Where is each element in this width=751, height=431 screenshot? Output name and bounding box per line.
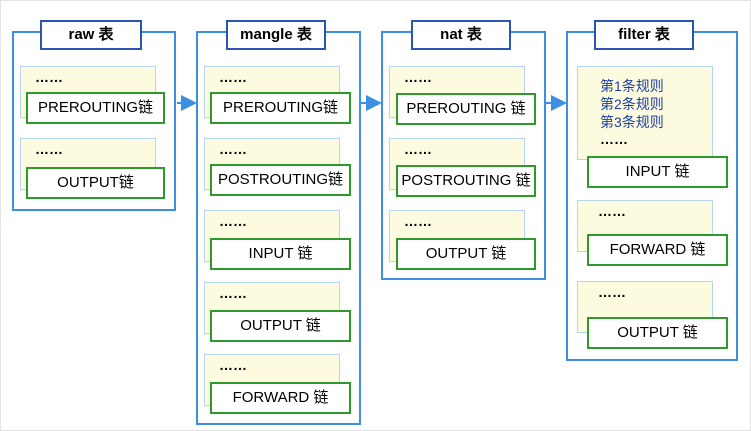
filter-forward-chain: FORWARD 链 <box>587 234 728 266</box>
rules-ellipsis: …… <box>35 69 63 85</box>
rule-2: 第2条规则 <box>600 96 664 112</box>
nat-prerouting-chain: PREROUTING 链 <box>396 93 536 125</box>
mangle-input-chain: INPUT 链 <box>210 238 351 270</box>
nat-table: nat 表 …… PREROUTING 链 …… POSTROUTING 链 …… <box>381 20 546 280</box>
mangle-table: mangle 表 …… PREROUTING链 …… POSTROUTING链 … <box>196 20 361 425</box>
rules-ellipsis: …… <box>598 203 626 219</box>
nat-output-chain: OUTPUT 链 <box>396 238 536 270</box>
rule-1: 第1条规则 <box>600 78 664 94</box>
rules-ellipsis: …… <box>219 141 247 157</box>
rules-ellipsis: …… <box>404 141 432 157</box>
rules-ellipsis: …… <box>598 284 626 300</box>
nat-table-title: nat 表 <box>411 20 511 50</box>
rules-ellipsis: …… <box>600 131 628 147</box>
filter-input-rules: 第1条规则 第2条规则 第3条规则 …… <box>577 66 713 160</box>
mangle-table-title: mangle 表 <box>226 20 326 50</box>
raw-table-title: raw 表 <box>40 20 142 50</box>
nat-postrouting-chain: POSTROUTING 链 <box>396 165 536 197</box>
rule-3: 第3条规则 <box>600 114 664 130</box>
rules-ellipsis: …… <box>35 141 63 157</box>
mangle-prerouting-chain: PREROUTING链 <box>210 92 351 124</box>
raw-prerouting-chain: PREROUTING链 <box>26 92 165 124</box>
mangle-output-chain: OUTPUT 链 <box>210 310 351 342</box>
rules-ellipsis: …… <box>404 69 432 85</box>
filter-input-chain: INPUT 链 <box>587 156 728 188</box>
mangle-postrouting-chain: POSTROUTING链 <box>210 164 351 196</box>
rules-ellipsis: …… <box>219 285 247 301</box>
raw-output-chain: OUTPUT链 <box>26 167 165 199</box>
filter-table-title: filter 表 <box>594 20 694 50</box>
filter-table: filter 表 第1条规则 第2条规则 第3条规则 …… INPUT 链 ……… <box>566 20 738 361</box>
rules-ellipsis: …… <box>219 69 247 85</box>
rules-ellipsis: …… <box>219 213 247 229</box>
raw-table: raw 表 …… PREROUTING链 …… OUTPUT链 <box>12 20 176 211</box>
mangle-forward-chain: FORWARD 链 <box>210 382 351 414</box>
rules-ellipsis: …… <box>404 213 432 229</box>
rules-ellipsis: …… <box>219 357 247 373</box>
filter-output-chain: OUTPUT 链 <box>587 317 728 349</box>
